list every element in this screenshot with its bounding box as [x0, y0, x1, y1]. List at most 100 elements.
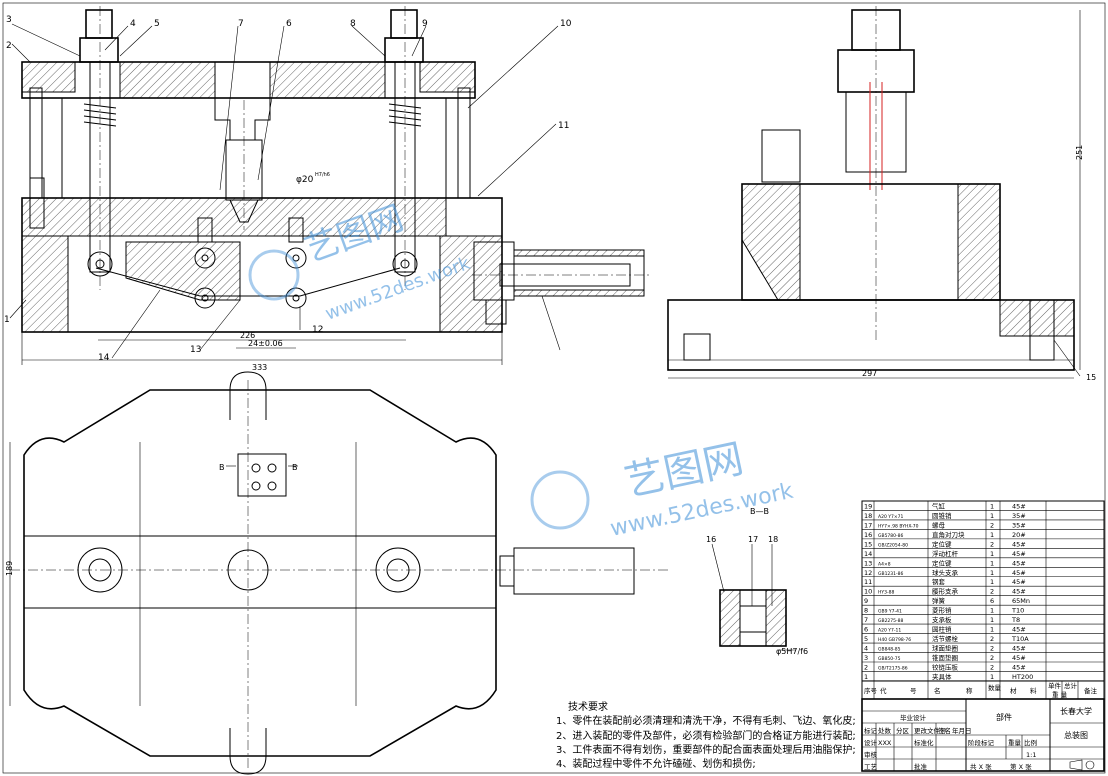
balloon-14: 14: [98, 353, 110, 363]
tb-school: 长春大学: [1060, 706, 1092, 716]
bom-cell: HY3-88: [878, 590, 894, 596]
bom-cell: 1: [990, 626, 994, 634]
balloon-12: 12: [312, 325, 323, 335]
bom-cell: 2: [990, 521, 994, 529]
bom-cell: 45#: [1012, 540, 1026, 548]
dim-fit: φ5H7/f6: [776, 647, 808, 656]
bom-cell: 菱形销: [932, 606, 952, 615]
bom-header: 序号 代 号 名 称 数量 材 料 单件 总计 重 量 备注: [861, 680, 1105, 700]
bom-cell: 球头支承: [932, 568, 959, 577]
bom-h-name2: 称: [966, 686, 973, 695]
bom-cell: 2: [990, 635, 994, 643]
bom-cell: 35#: [1012, 512, 1026, 520]
dim-height-plan: 189: [5, 561, 14, 576]
bom-cell: 锥面垫圈: [932, 653, 958, 662]
tb-drawing-name: 总装图: [1064, 730, 1088, 740]
balloon-2: 2: [6, 41, 12, 51]
balloon-17: 17: [748, 535, 758, 544]
bom-cell: 12: [864, 569, 872, 577]
bom-cell: 1: [990, 550, 994, 558]
bom-cell: 5: [864, 635, 868, 643]
section-mark-left: B: [219, 463, 225, 472]
bom-cell: T10: [1011, 607, 1024, 615]
bom-cell: A4×8: [878, 561, 891, 567]
bom-cell: 45#: [1012, 588, 1026, 596]
tb-designer: XXX: [878, 739, 892, 747]
bom-cell: 夹具体: [932, 672, 952, 681]
bom-h-remark: 备注: [1084, 686, 1098, 695]
bom-cell: 1: [864, 673, 868, 681]
bom-cell: 2: [990, 588, 994, 596]
title-block: 标记 处数 分区 更改文件号 签名 年月日 设计 XXX 标准化 审核 工艺 批…: [861, 698, 1105, 772]
bom-cell: 圆柱销: [932, 625, 952, 634]
balloon-9: 9: [422, 19, 428, 29]
bom-cell: 1: [990, 512, 994, 520]
bom-cell: 65Mn: [1012, 597, 1030, 605]
balloon-4: 4: [130, 19, 136, 29]
bom-cell: 1: [990, 673, 994, 681]
balloon-18: 18: [768, 535, 778, 544]
bom-cell: 15: [864, 540, 872, 548]
bom-cell: 45#: [1012, 578, 1026, 586]
tb-area: 分区: [896, 726, 910, 735]
bom-cell: GB9 Y7-41: [878, 609, 902, 615]
bom-h-code1: 代: [880, 686, 887, 695]
tb-scale-label: 比例: [1024, 738, 1037, 747]
tb-scale: 1:1: [1026, 751, 1036, 759]
tech-notes: 技术要求 1、零件在装配前必须清理和清洗干净，不得有毛刺、飞边、氧化皮; 2、进…: [556, 700, 856, 770]
bom-cell: 弹簧: [932, 596, 946, 605]
tech-note-4: 4、装配过程中零件不允许磕碰、划伤和损伤;: [556, 757, 756, 770]
bom-cell: 腰形支承: [932, 587, 959, 596]
bom-cell: GB/T2175-86: [878, 665, 908, 671]
balloon-5: 5: [154, 19, 160, 29]
bom-cell: 17: [864, 521, 872, 529]
section-bb: B—B 16 17 18 φ5H7/f6: [706, 507, 808, 656]
bom-cell: 45#: [1012, 663, 1026, 671]
dim-bore-fit: H7/h6: [315, 172, 330, 178]
tb-weight: 重量: [1008, 739, 1022, 747]
bom-h-unit: 单件: [1048, 681, 1062, 690]
balloon-16: 16: [706, 535, 716, 544]
tb-mark: 标记: [864, 726, 878, 735]
bom-h-mat2: 料: [1030, 686, 1037, 695]
tb-count: 处数: [878, 726, 892, 735]
bom-cell: 45#: [1012, 626, 1026, 634]
dim-b: 24±0.06: [248, 339, 283, 348]
bom-cell: GB850-75: [878, 656, 901, 662]
balloon-15: 15: [1086, 373, 1096, 382]
bom-h-weight: 重 量: [1052, 691, 1068, 699]
bom-cell: GB1231-86: [878, 571, 904, 577]
bom-cell: T8: [1011, 616, 1020, 624]
dim-overall: 333: [252, 363, 267, 372]
bom-cell: 45#: [1012, 645, 1026, 653]
bom-cell: T10A: [1011, 635, 1029, 643]
dim-width-side: 297: [862, 369, 877, 378]
bom-cell: 浮动杠杆: [932, 549, 959, 558]
dim-height-side: 251: [1075, 145, 1084, 160]
bom-h-mat1: 材: [1010, 686, 1017, 695]
balloon-10: 10: [560, 19, 572, 29]
tb-approve: 批准: [914, 762, 928, 771]
tech-notes-heading: 技术要求: [568, 700, 608, 713]
bom-cell: 直角对刀块: [932, 530, 965, 539]
section-bb-title: B—B: [750, 507, 769, 516]
bom-h-code2: 号: [910, 687, 917, 695]
bom-cell: 支承板: [932, 615, 952, 624]
bom-cell: 活节螺栓: [932, 634, 959, 643]
tb-sign: 签名: [938, 726, 951, 735]
projection-symbol-icon: [1085, 760, 1095, 770]
tech-note-1: 1、零件在装配前必须清理和清洗干净，不得有毛刺、飞边、氧化皮;: [556, 714, 856, 727]
bom-cell: A20 Y7-11: [878, 628, 901, 634]
bom-cell: 钢套: [932, 577, 946, 586]
dim-bore: φ20: [296, 175, 314, 185]
bom-cell: 气缸: [932, 501, 946, 510]
tb-review: 审核: [864, 750, 878, 759]
bom-cell: 45#: [1012, 654, 1026, 662]
bom-cell: 1: [990, 559, 994, 567]
side-view: 251 297 15: [667, 6, 1096, 382]
tb-project: 毕业设计: [900, 713, 927, 722]
bom-cell: HT200: [1012, 673, 1033, 681]
balloon-8: 8: [350, 19, 356, 29]
bom-cell: 定位键: [932, 558, 952, 567]
